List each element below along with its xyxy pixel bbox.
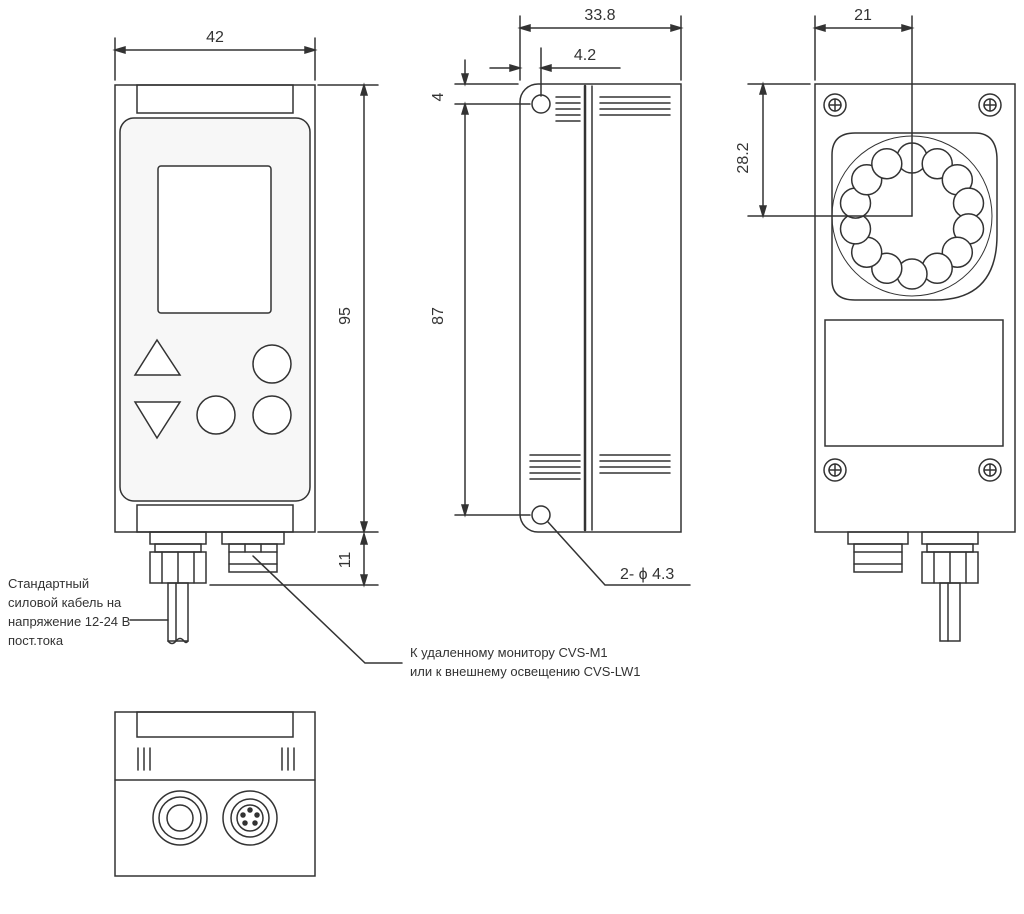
screw-icon [823,93,847,117]
circle-button-icon [196,395,236,435]
lens-offset-y-dimension: 28.2 [735,142,752,173]
lens-housing [831,132,998,301]
connector-port-icon [222,790,278,846]
side-body-outline [519,83,682,533]
front-view: 42 95 11 Стандартный силовой кабель на н… [8,29,641,679]
up-arrow-icon [133,338,182,376]
back-power-cable-gland [921,531,979,642]
down-arrow-icon [133,401,182,440]
circle-button-icon [252,395,292,435]
hole-spacing-dimension: 87 [430,307,447,325]
power-cable-gland [149,531,207,645]
connector-height-dimension: 11 [337,552,354,569]
circle-button-icon [252,344,292,384]
power-cable-note-line: пост.тока [8,633,64,648]
back-remote-connector [847,531,909,573]
display-screen [157,165,272,314]
side-depth-dimension: 33.8 [584,7,615,24]
front-bottom-label-strip [136,504,294,533]
hole-offset-x-dimension: 4.2 [574,47,596,64]
side-view: 33.8 4.2 4 87 2- ϕ 4.3 [430,7,691,586]
power-cable-note-line: силовой кабель на [8,595,122,610]
cable-gland-port-icon [152,790,208,846]
front-top-label-strip [136,84,294,114]
front-height-dimension: 95 [337,307,354,325]
bottom-view [114,711,316,877]
power-cable-note-line: Стандартный [8,576,89,591]
screw-icon [978,93,1002,117]
screw-icon [978,458,1002,482]
remote-connector [221,531,285,573]
hole-spec-label: 2- ϕ 4.3 [620,566,674,583]
back-view: 21 28.2 [735,7,1016,642]
lens-offset-x-dimension: 21 [854,7,872,24]
hole-offset-y-dimension: 4 [430,92,447,101]
vent-slots [529,96,671,480]
power-cable-note-line: напряжение 12-24 В [8,614,130,629]
led-icon [871,147,903,180]
back-label-area [824,319,1004,447]
remote-connector-note-line: или к внешнему освещению CVS-LW1 [410,664,641,679]
mounting-hole-icon [531,505,551,525]
bottom-label-strip [136,711,294,738]
screw-icon [823,458,847,482]
remote-connector-note-line: К удаленному монитору CVS-M1 [410,645,608,660]
front-width-dimension: 42 [206,29,224,46]
vent-slots [137,747,295,771]
